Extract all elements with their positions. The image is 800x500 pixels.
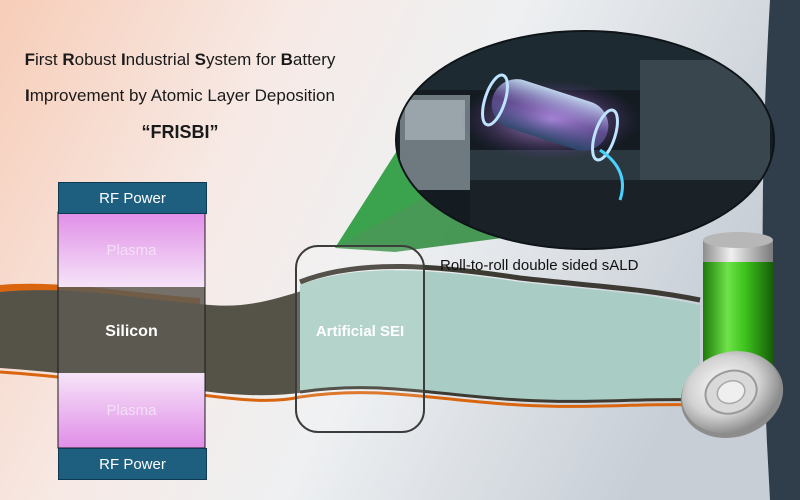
title-line-1: First Robust Industrial System for Batte… [0,50,360,70]
reactor-image [395,30,775,250]
artificial-sei-label: Artificial SEI [315,323,405,340]
title-word: mprovement by Atomic Layer Deposition [29,86,335,105]
sei-window [295,245,425,433]
title-acronym: “FRISBI” [141,122,219,142]
title-word: attery [292,50,336,69]
title-word: irst [34,50,63,69]
plasma-label-bottom: Plasma [106,402,157,419]
title-initial: I [120,50,126,69]
plasma-chamber [57,211,206,449]
title-initial: R [62,50,75,69]
roll-to-roll-label: Roll-to-roll double sided sALD [440,257,639,274]
rf-power-bottom: RF Power [58,448,207,480]
title-initial: I [25,86,30,105]
plasma-label-top: Plasma [106,242,157,259]
rf-power-top: RF Power [58,182,207,214]
title-word: ndustrial [125,50,195,69]
title-initial: S [194,50,206,69]
title-word: obust [74,50,121,69]
title-line-2: Improvement by Atomic Layer Deposition [0,86,360,106]
title-word: ystem for [206,50,281,69]
battery-icon [680,232,784,439]
title-initial: F [24,50,35,69]
sei-layer [300,270,700,402]
silicon-label: Silicon [105,323,158,340]
title-initial: B [280,50,293,69]
